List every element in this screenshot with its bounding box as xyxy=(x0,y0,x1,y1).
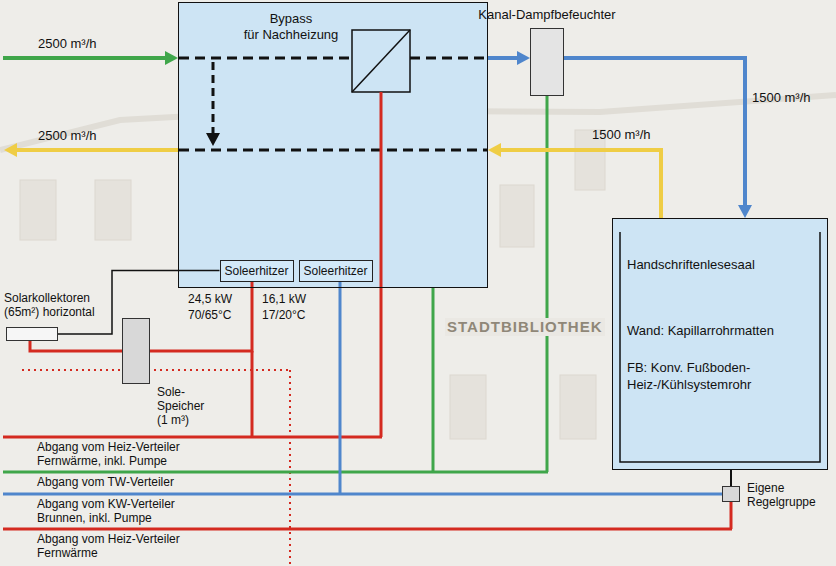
pipe-line xyxy=(488,56,521,60)
room-title: Handschriftenlesesaal xyxy=(627,257,755,273)
heating-pipe xyxy=(3,528,732,531)
reading-room: HandschriftenlesesaalWand: Kapillarrohrm… xyxy=(612,218,828,470)
humidifier-label: Kanal-Dampfbefeuchter xyxy=(478,7,615,23)
pipe-connector xyxy=(30,341,122,351)
arrow-head xyxy=(206,133,220,146)
building-window xyxy=(560,375,596,439)
brine-heater-box: Soleerhitzer xyxy=(220,260,294,282)
supply-air-duct xyxy=(3,56,168,60)
pipe-line xyxy=(30,341,122,351)
room-inner-wall xyxy=(620,232,820,462)
power-label: 16,1 kW xyxy=(262,292,306,306)
cold-water-pipe xyxy=(339,282,342,494)
pipe-line xyxy=(564,58,745,209)
pipe-connector xyxy=(150,282,252,352)
flow-rate-label: 2500 m³/h xyxy=(38,36,97,52)
brine-heater-label: Soleerhitzer xyxy=(221,261,293,281)
building-window xyxy=(95,180,131,240)
power-label: 24,5 kW xyxy=(188,292,232,306)
unit-title: Bypass für Nachheizung xyxy=(239,11,343,43)
heat-exchanger-symbol xyxy=(352,30,410,92)
cold-water-pipe xyxy=(3,493,722,496)
pipe-label: Abgang vom KW-Verteiler Brunnen, inkl. P… xyxy=(37,497,212,525)
arrow-head xyxy=(4,143,17,157)
pipe-connector xyxy=(488,143,661,218)
arrow-head xyxy=(165,51,178,65)
air-handling-unit: Bypass für NachheizungSoleerhitzer Soleer… xyxy=(178,2,488,288)
collector-label: Solarkollektoren (65m²) horizontal xyxy=(4,291,112,319)
brine-heater-label: Soleerhitzer xyxy=(300,261,372,281)
watermark: STADTBIBLIOTHEK xyxy=(445,318,605,336)
brine-heater-box: Soleerhitzer xyxy=(299,260,373,282)
temperature-label: 70/65°C xyxy=(188,308,232,322)
drinking-water-pipe xyxy=(3,471,548,474)
heating-pipe xyxy=(380,92,383,437)
control-group: Eigene Regelgruppe xyxy=(722,486,740,502)
pipe-connector xyxy=(731,470,732,486)
building-window xyxy=(20,180,56,240)
drinking-water-pipe xyxy=(546,96,549,472)
heat-exchanger-diagonal xyxy=(352,30,410,92)
heating-pipe xyxy=(730,502,733,529)
heating-pipe xyxy=(251,351,254,437)
pipe-label: Abgang vom Heiz-Verteiler Fernwärme, ink… xyxy=(37,440,212,468)
control-group-label: Eigene Regelgruppe xyxy=(747,481,827,509)
heating-pipe xyxy=(3,436,382,439)
building-window xyxy=(500,185,534,247)
wall-note: Wand: Kapillarrohrmatten xyxy=(627,323,774,339)
solar-collector: Solarkollektoren (65m²) horizontal xyxy=(6,327,58,341)
exhaust-air-duct xyxy=(13,148,178,152)
flow-rate-label: 1500 m³/h xyxy=(752,90,811,106)
pipe-connector xyxy=(564,58,752,218)
text-spacer xyxy=(239,11,265,27)
building-window xyxy=(450,375,486,439)
pipe-line xyxy=(730,470,732,486)
storage-label: Sole- Speicher (1 m³) xyxy=(157,385,211,427)
air-path-dashed xyxy=(410,57,487,60)
temperature-label: 17/20°C xyxy=(262,308,306,322)
bypass-dashed xyxy=(212,62,215,134)
heating-pipe-dotted xyxy=(289,370,291,566)
air-path-dashed xyxy=(179,149,487,152)
heating-pipe-dotted xyxy=(22,369,290,371)
flow-rate-label: 1500 m³/h xyxy=(592,127,651,143)
drinking-water-pipe xyxy=(432,288,435,472)
flow-rate-label: 2500 m³/h xyxy=(38,128,97,144)
text-spacer xyxy=(317,11,343,27)
steam-humidifier: Kanal-Dampfbefeuchter xyxy=(530,28,564,96)
room-fill xyxy=(612,218,828,470)
brine-storage-tank: Sole- Speicher (1 m³) xyxy=(122,318,150,384)
pipe-label: Abgang vom Heiz-Verteiler Fernwärme xyxy=(37,532,212,560)
air-path-dashed xyxy=(179,57,352,60)
floor-note: FB: Konv. Fußboden- Heiz-/Kühlsystemrohr xyxy=(627,359,775,393)
pipe-line xyxy=(497,150,661,218)
pipe-connector xyxy=(488,51,530,65)
pipe-label: Abgang vom TW-Verteiler xyxy=(37,475,174,489)
pipe-line xyxy=(150,282,252,352)
unit-fill xyxy=(178,2,488,288)
